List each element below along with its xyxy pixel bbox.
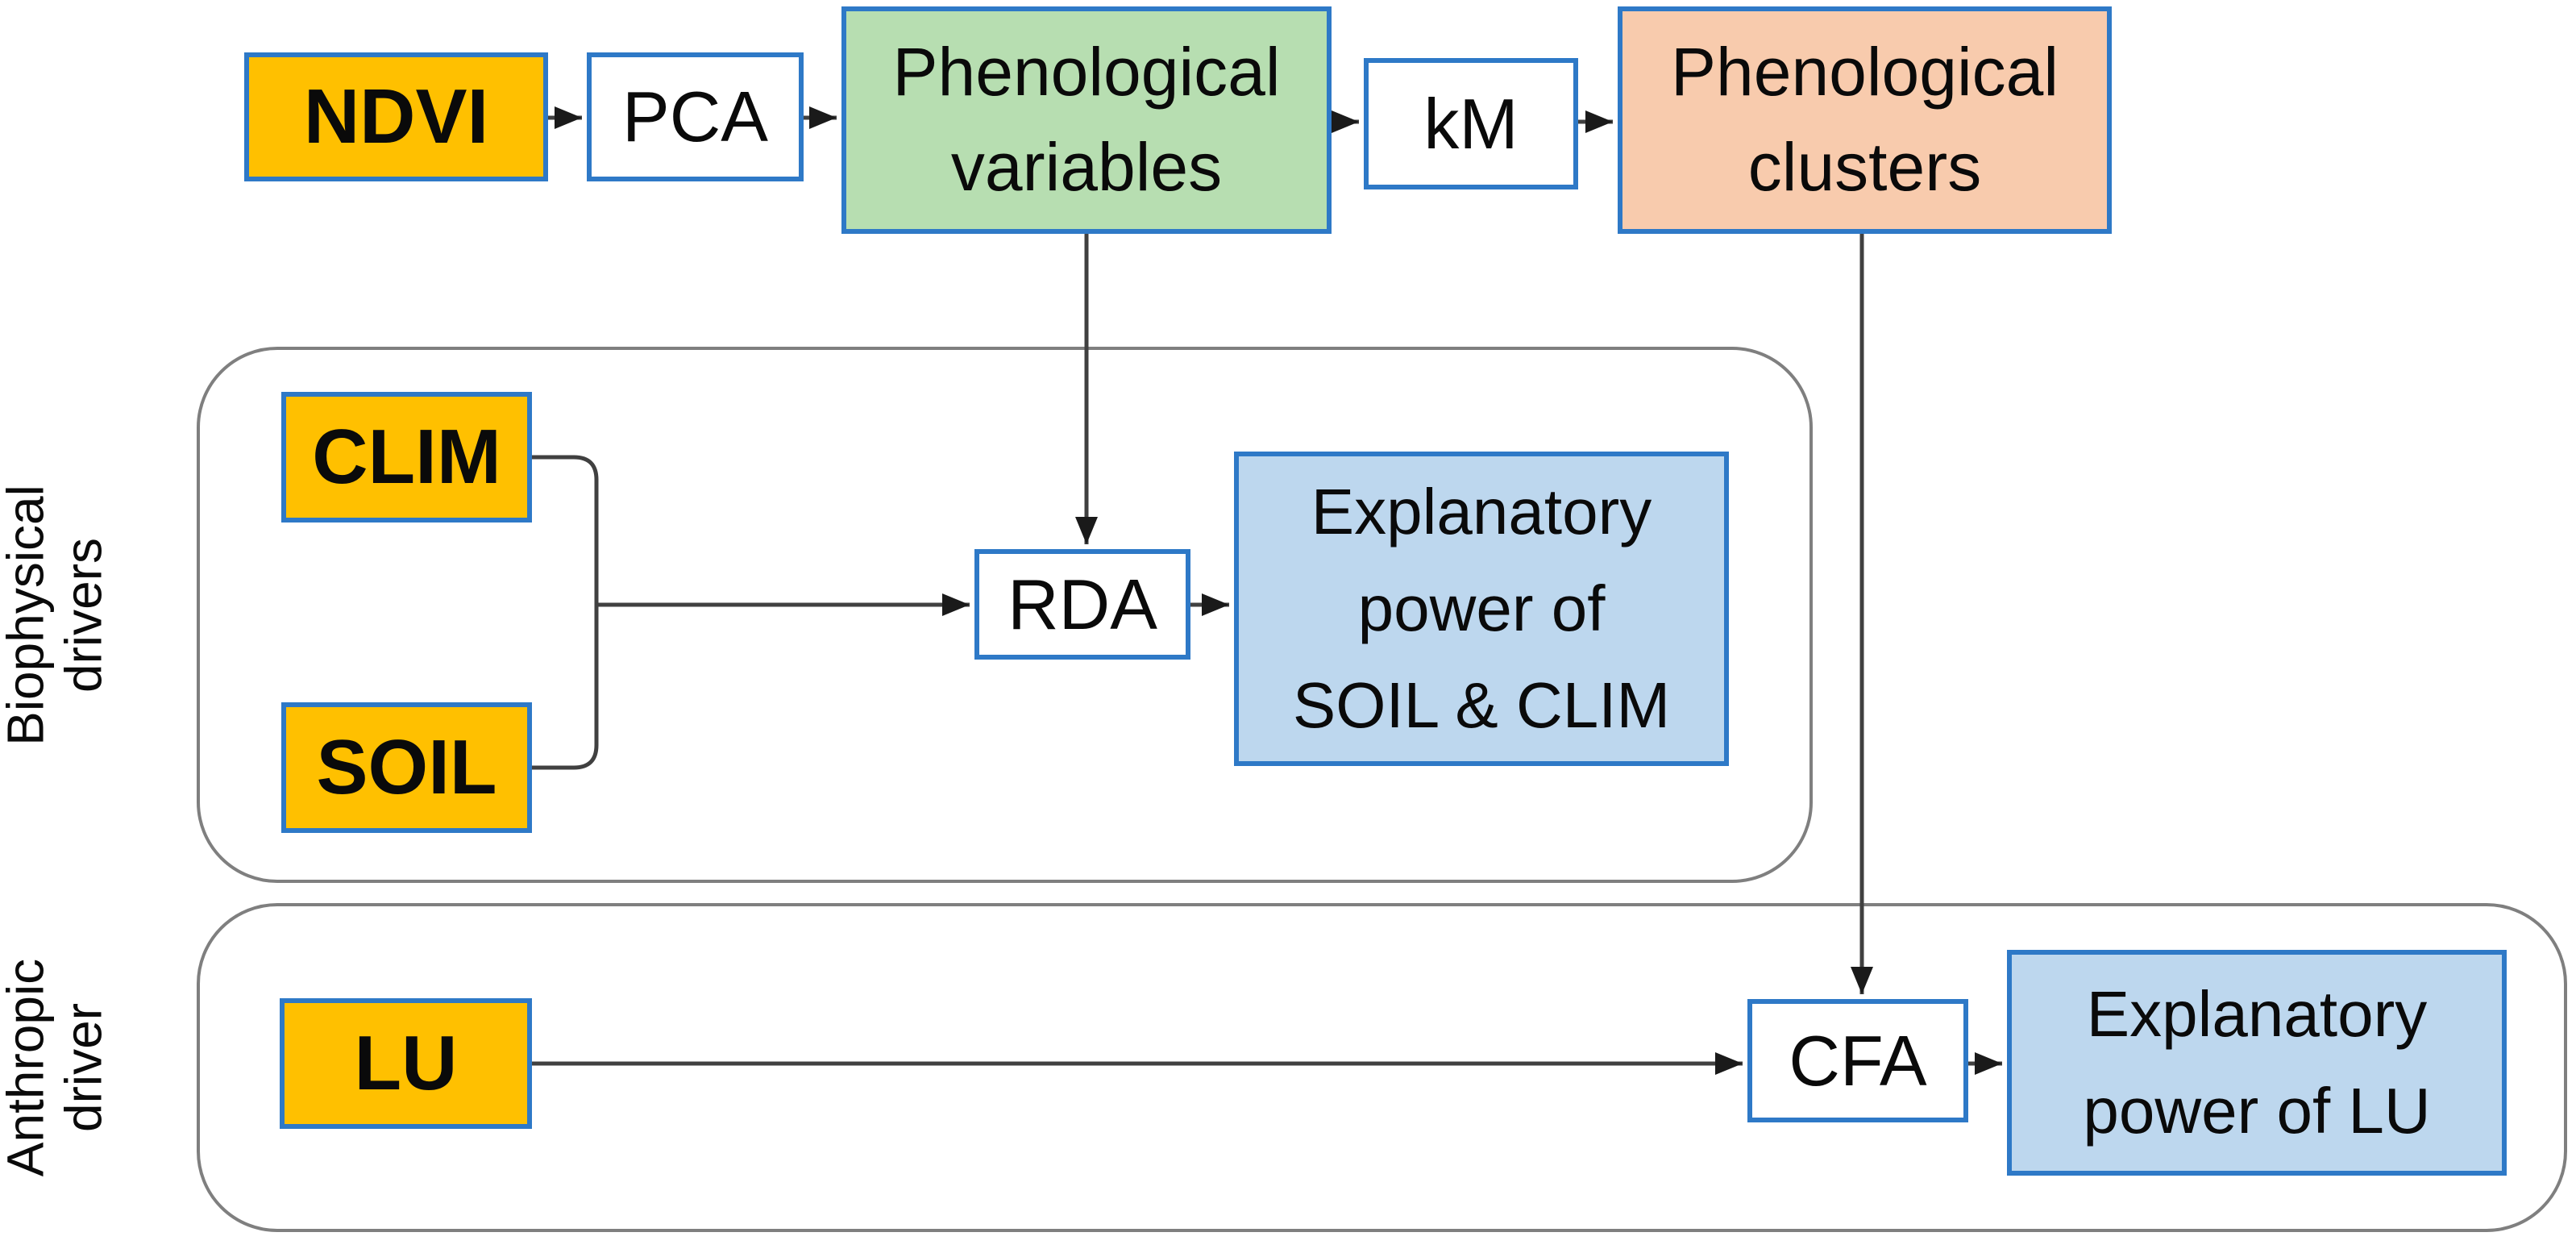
lu-box: LU [280, 998, 532, 1129]
soil-box: SOIL [281, 702, 532, 833]
phenological-variables-text: Phenological variables [892, 25, 1280, 214]
anthropic-driver-group [197, 903, 2567, 1232]
biophysical-drivers-group [197, 347, 1813, 883]
cfa-box: CFA [1747, 999, 1968, 1122]
pca-box: PCA [587, 52, 804, 181]
explanatory-power-lu-box: Explanatory power of LU [2007, 950, 2507, 1176]
biophysical-drivers-label: Biophysical drivers [0, 485, 113, 746]
biophysical-label-line1: Biophysical [0, 485, 55, 746]
explanatory-power-lu-text: Explanatory power of LU [2083, 966, 2430, 1159]
explanatory-soil-clim-line1: Explanatory [1311, 476, 1652, 547]
phenological-clusters-text: Phenological clusters [1671, 25, 2059, 214]
anthropic-driver-label: Anthropic driver [0, 959, 113, 1176]
phenological-variables-box: Phenological variables [841, 6, 1332, 234]
phenological-clusters-line1: Phenological [1670, 34, 2059, 110]
phenological-variables-line1: Phenological [892, 34, 1281, 110]
km-box: kM [1364, 58, 1578, 189]
explanatory-power-soil-clim-text: Explanatory power of SOIL & CLIM [1293, 464, 1670, 754]
clim-box: CLIM [281, 392, 532, 522]
explanatory-soil-clim-line2: power of [1357, 572, 1606, 644]
rda-box: RDA [974, 549, 1190, 660]
phenological-clusters-box: Phenological clusters [1618, 6, 2112, 234]
phenological-clusters-line2: clusters [1747, 129, 1982, 205]
biophysical-label-line2: drivers [54, 537, 112, 693]
explanatory-lu-line1: Explanatory [2086, 978, 2428, 1050]
phenological-variables-line2: variables [950, 129, 1223, 205]
anthropic-label-line1: Anthropic [0, 958, 55, 1177]
explanatory-lu-line2: power of LU [2083, 1075, 2431, 1147]
anthropic-label-line2: driver [54, 1002, 112, 1133]
ndvi-box: NDVI [244, 52, 548, 181]
explanatory-soil-clim-line3: SOIL & CLIM [1292, 669, 1671, 741]
explanatory-power-soil-clim-box: Explanatory power of SOIL & CLIM [1234, 452, 1729, 766]
